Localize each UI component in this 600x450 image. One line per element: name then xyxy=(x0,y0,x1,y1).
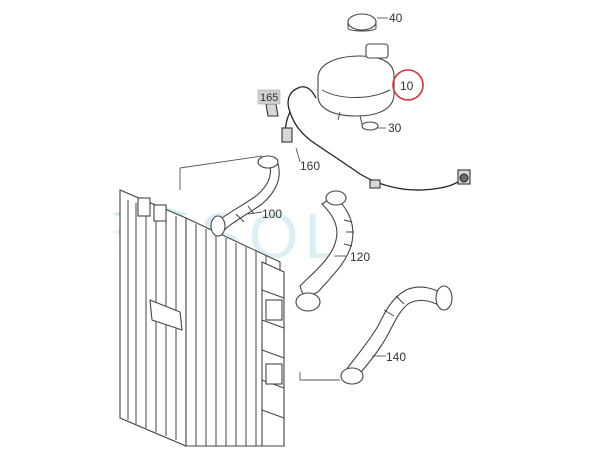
callout-100: 100 xyxy=(262,207,282,221)
cap-40 xyxy=(347,13,377,32)
callout-120: 120 xyxy=(350,250,370,264)
expansion-tank-10 xyxy=(317,43,395,125)
callout-30: 30 xyxy=(388,121,402,135)
leader-lines xyxy=(179,17,388,381)
callout-10: 10 xyxy=(400,79,414,93)
hose-140 xyxy=(340,285,453,385)
callout-140: 140 xyxy=(386,350,406,364)
callout-160: 160 xyxy=(300,159,320,173)
hose-100 xyxy=(210,155,280,237)
clip-165 xyxy=(265,103,279,117)
radiator xyxy=(119,189,285,447)
callout-165: 165 xyxy=(260,92,278,104)
callout-40: 40 xyxy=(389,11,403,25)
callout-10-highlight-ring xyxy=(392,69,424,101)
callout-165-box xyxy=(257,89,281,105)
seal-30 xyxy=(361,121,379,131)
hose-120 xyxy=(295,190,354,312)
hose-160 xyxy=(281,86,471,191)
